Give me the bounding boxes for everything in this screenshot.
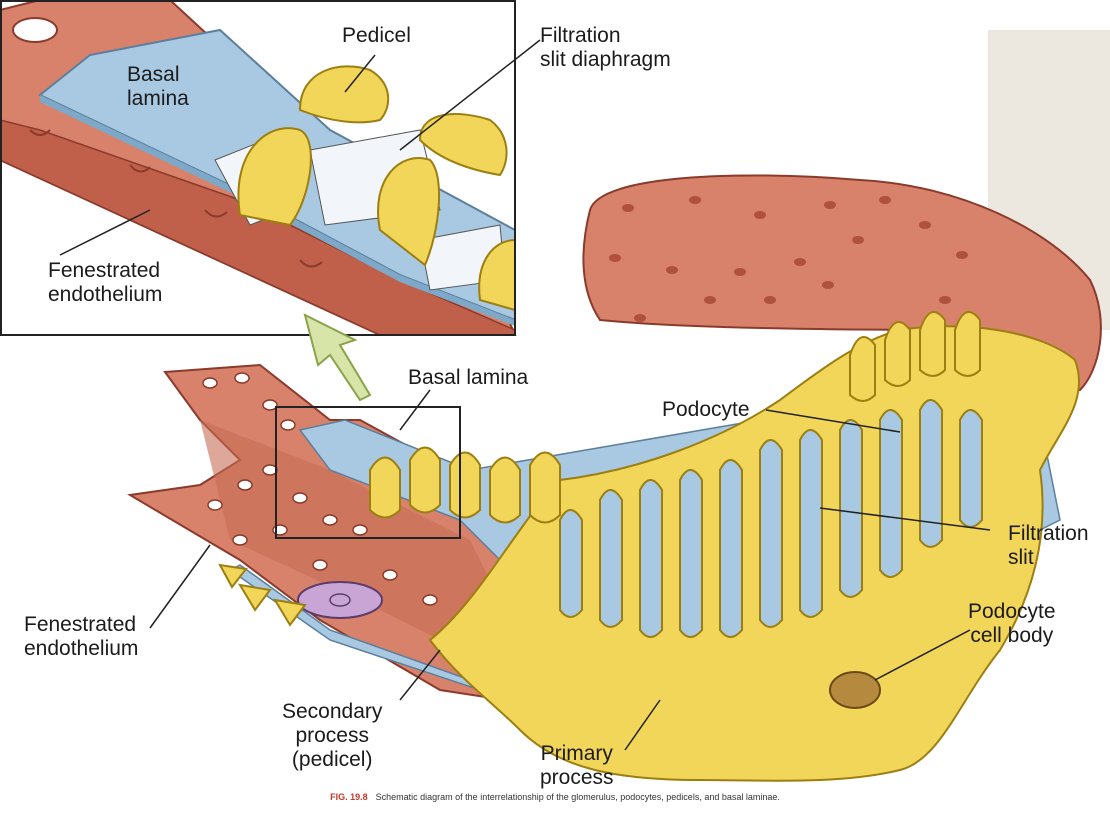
figure-caption: FIG. 19.8 Schematic diagram of the interr… — [0, 792, 1110, 802]
podocyte — [428, 325, 1081, 782]
label-primary-process: Primary process — [540, 742, 614, 789]
label-podocyte: Podocyte — [662, 398, 750, 421]
endothelial-nucleus — [297, 581, 383, 619]
caption-text: Schematic diagram of the interrelationsh… — [375, 792, 780, 802]
label-inset-basal-lamina: Basal lamina — [127, 63, 189, 110]
label-pedicel: Pedicel — [342, 24, 411, 47]
main-diagram — [127, 174, 1102, 782]
label-filtration-slit: Filtration slit — [1008, 522, 1089, 569]
label-filtration-slit-diaphragm: Filtration slit diaphragm — [540, 24, 671, 71]
podocyte-nucleus — [829, 671, 881, 709]
zoom-box — [275, 406, 461, 539]
label-fenestrated-endothelium: Fenestrated endothelium — [24, 613, 139, 660]
label-basal-lamina: Basal lamina — [408, 366, 529, 389]
inset-panel — [0, 0, 541, 336]
label-podocyte-cell-body: Podocyte cell body — [968, 600, 1056, 647]
label-inset-fenestrated-endothelium: Fenestrated endothelium — [48, 259, 163, 306]
figure-number: FIG. 19.8 — [330, 792, 368, 802]
label-secondary-process: Secondary process (pedicel) — [282, 700, 383, 771]
zoom-arrow — [303, 313, 372, 402]
